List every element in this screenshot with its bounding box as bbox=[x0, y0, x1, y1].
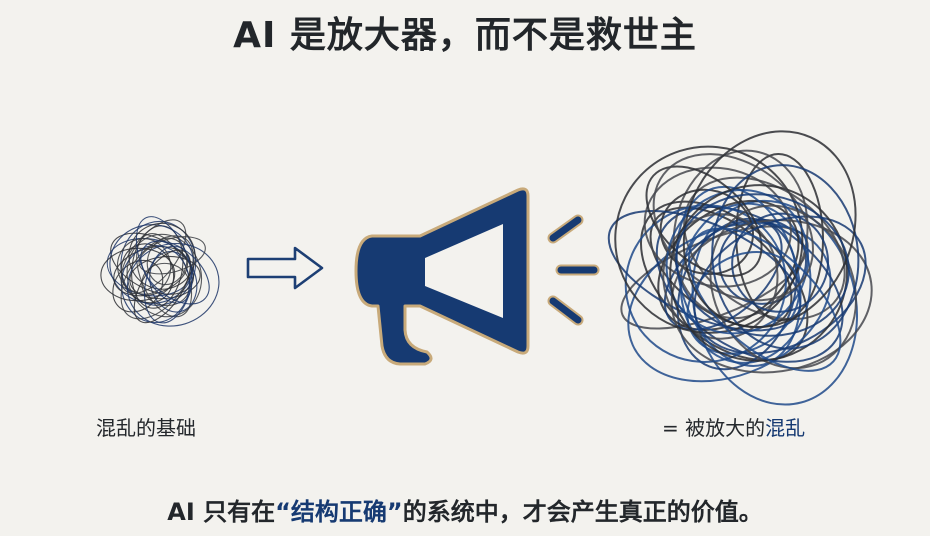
arrow-right-icon bbox=[246, 246, 324, 290]
sound-waves-icon bbox=[547, 214, 600, 326]
scribble-loop bbox=[138, 236, 206, 275]
bottom-caption: AI 只有在“结构正确”的系统中，才会产生真正的价值。 bbox=[0, 492, 930, 527]
scribble-loop bbox=[652, 153, 814, 302]
large-scribble-icon bbox=[607, 130, 873, 406]
scribble-loop bbox=[675, 193, 850, 337]
amplified-chaos-label: = 被放大的混乱 bbox=[662, 412, 805, 441]
scribble-loop bbox=[614, 145, 804, 334]
scribble-loop bbox=[688, 227, 842, 372]
scribble-loop bbox=[133, 249, 191, 324]
scribble-loop bbox=[126, 242, 220, 327]
scribble-loop bbox=[675, 185, 802, 367]
scribble-loop bbox=[140, 240, 210, 305]
scribble-loop bbox=[128, 222, 196, 290]
scribble-loop bbox=[627, 221, 832, 383]
scribble-loop bbox=[693, 215, 867, 355]
bottom-caption-prefix: AI 只有在 bbox=[167, 498, 276, 526]
bottom-caption-suffix: 的系统中，才会产生真正的价值。 bbox=[402, 498, 763, 526]
scribble-loop bbox=[663, 219, 783, 331]
page-title: AI 是放大器，而不是救世主 bbox=[233, 15, 697, 56]
scribble-loop bbox=[144, 245, 193, 324]
scribble-loop bbox=[682, 130, 857, 329]
scribble-loop bbox=[711, 164, 860, 350]
scribble-loop bbox=[686, 250, 801, 355]
small-scribble-icon bbox=[100, 216, 220, 327]
scribble-loop bbox=[669, 184, 848, 362]
amplified-chaos-prefix: = 被放大的 bbox=[662, 416, 766, 440]
scribble-loop bbox=[672, 149, 809, 320]
scribble-loop bbox=[683, 176, 846, 321]
amplified-chaos-accent: 混乱 bbox=[765, 416, 806, 440]
chaotic-foundation-label: 混乱的基础 bbox=[96, 416, 196, 440]
scribble-loop bbox=[735, 153, 825, 322]
bottom-caption-highlight: “结构正确” bbox=[275, 498, 403, 526]
scribble-loop bbox=[665, 189, 810, 335]
scribble-loop bbox=[679, 202, 812, 364]
megaphone-icon bbox=[354, 187, 530, 366]
